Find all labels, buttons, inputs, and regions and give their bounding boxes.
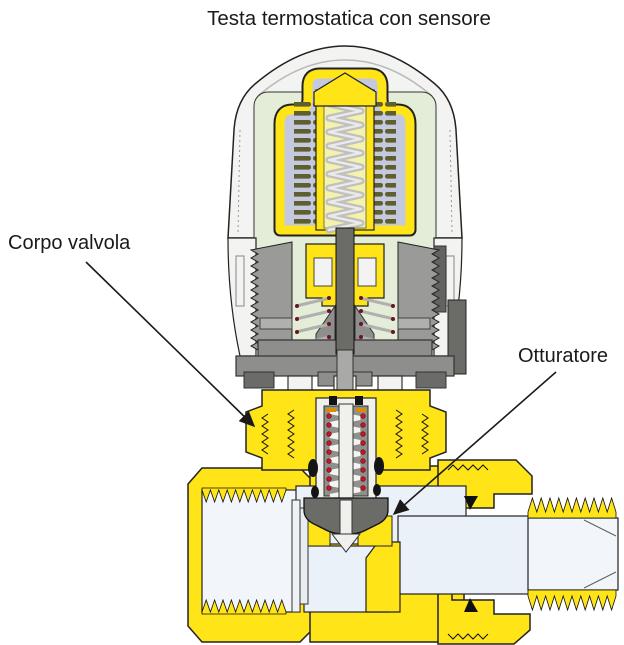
union-nut-knurl-top	[447, 464, 489, 471]
liner-stop-left	[259, 317, 293, 330]
head-shell-slot-left	[235, 255, 245, 307]
left-thread-top	[201, 487, 287, 504]
core-fins-left	[294, 98, 318, 226]
head-shell-dotted-left	[237, 129, 241, 233]
cartridge-spring-coil-dots	[326, 413, 366, 491]
label-otturatore: Otturatore	[518, 345, 608, 367]
diagram-title: Testa termostatica con sensore	[207, 7, 491, 30]
arrow-otturatore	[392, 371, 557, 516]
callouts: Testa termostatica con sensore Corpo val…	[8, 7, 608, 516]
adjuster-cutout-right	[357, 257, 377, 287]
valve-plug-otturatore	[303, 497, 389, 553]
left-bore	[201, 489, 301, 613]
arrow-corpo-valvola	[85, 261, 256, 428]
collar-foot-right	[415, 371, 447, 389]
thermostatic-head	[227, 45, 467, 375]
tailpiece-chamfer-bottom	[583, 571, 617, 589]
valve-body	[187, 389, 619, 645]
head-thread-column-left	[249, 241, 293, 351]
union-seal-bottom	[464, 598, 478, 612]
bonnet-thread-inner-left	[287, 409, 295, 459]
head-spring-highlight	[327, 102, 363, 232]
liner-stop-right	[397, 317, 431, 330]
tailpiece-bore	[527, 517, 619, 591]
core-cap	[313, 72, 377, 107]
bonnet-thread-inner-right	[395, 409, 403, 459]
tailpiece-chamfer-top	[583, 519, 617, 537]
valve-stem	[338, 403, 354, 503]
cartridge-orings	[308, 457, 384, 498]
tailpiece-thread-top	[527, 496, 617, 519]
flow-partition	[365, 541, 401, 613]
collar-foot-left	[243, 371, 275, 389]
cartridge-washer-right	[356, 408, 366, 412]
sensor-core	[294, 72, 396, 234]
right-chamber	[397, 515, 531, 595]
pipe-step-2	[299, 507, 309, 605]
union-nut-lower	[437, 589, 531, 645]
cartridge-washer-left	[326, 408, 336, 412]
stem-seal-right	[355, 396, 363, 405]
head-thread-column-right	[397, 241, 441, 351]
adjuster-cutout-left	[313, 257, 333, 287]
spindle-upper	[335, 227, 355, 355]
head-shell-dotted-right	[449, 129, 453, 233]
union-nut-knurl-bottom	[447, 633, 489, 640]
tailpiece-thread-bottom	[527, 589, 617, 612]
head-shell-inner-line	[257, 59, 433, 97]
valve-cartridge	[308, 396, 384, 503]
plug-pin	[339, 499, 353, 535]
bonnet-thread-outer-right	[421, 413, 429, 455]
bonnet-thread-outer-left	[261, 413, 269, 455]
pipe-step-1	[291, 499, 301, 613]
stem-seal-left	[329, 396, 337, 405]
plug-tip	[330, 533, 362, 553]
label-corpo-valvola: Corpo valvola	[8, 232, 131, 254]
core-fins-right	[372, 98, 396, 226]
left-thread-bottom	[201, 598, 287, 615]
union-seal-top	[464, 496, 478, 510]
